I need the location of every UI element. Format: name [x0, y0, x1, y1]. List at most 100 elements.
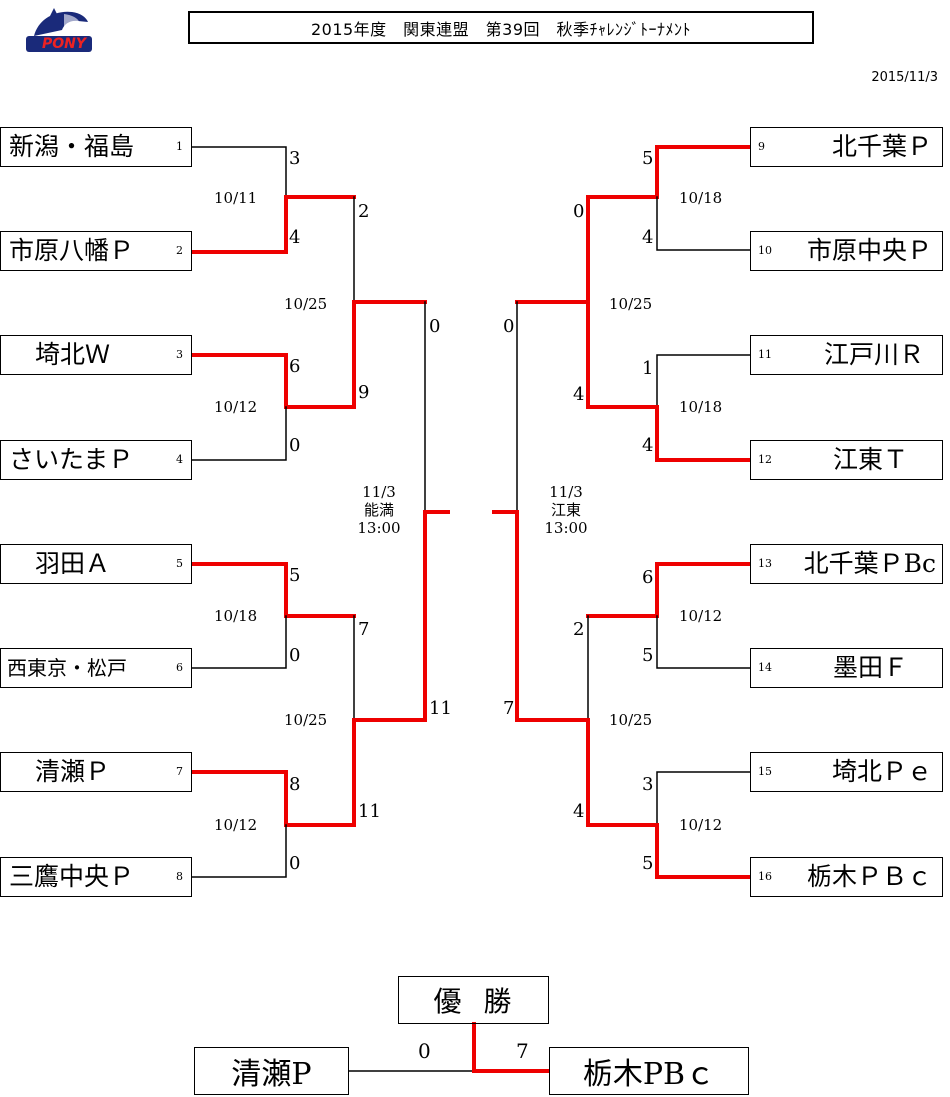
team-seed: 6	[176, 661, 183, 674]
team-seed: 4	[176, 453, 183, 466]
page-title: 2015年度 関東連盟 第39回 秋季ﾁｬﾚﾝｼﾞﾄｰﾅﾒﾝﾄ	[188, 11, 814, 44]
champion-label: 優勝	[398, 976, 549, 1024]
tournament-date: 2015/11/3	[871, 70, 938, 85]
match-score: 2	[358, 201, 370, 222]
match-date: 11/3	[362, 483, 396, 501]
team-box: 三鷹中央Ｐ 8	[0, 857, 192, 897]
match-date: 11/3	[549, 483, 583, 501]
bracket-line-winner	[586, 145, 752, 199]
team-name: 市原中央Ｐ	[806, 236, 932, 265]
bracket-line	[191, 406, 287, 461]
team-name: 西東京・松戸	[7, 656, 127, 680]
team-name: 栃木ＰＢｃ	[806, 862, 932, 891]
match-date: 10/18	[679, 189, 723, 207]
team-name: 羽田Ａ	[35, 549, 111, 578]
match-date: 10/12	[679, 816, 723, 834]
match-score: 0	[289, 853, 301, 874]
bracket-line-winner	[472, 1022, 551, 1073]
team-box: 16 栃木ＰＢｃ	[750, 857, 943, 897]
match-time: 13:00	[357, 519, 401, 537]
match-score: 0	[289, 435, 301, 456]
match-info: 11/3 能満 13:00	[339, 483, 419, 537]
team-seed: 10	[758, 244, 772, 257]
match-score: 4	[573, 384, 585, 405]
match-score: 5	[642, 645, 654, 666]
team-seed: 16	[758, 870, 772, 883]
bracket-line-winner	[586, 405, 752, 462]
match-date: 10/25	[284, 295, 328, 313]
bracket-line-winner	[190, 353, 356, 409]
match-score: 4	[289, 227, 301, 248]
team-name: 北千葉Ｐ	[831, 132, 932, 161]
team-name: 江東Ｔ	[832, 445, 908, 474]
match-venue: 能満	[363, 501, 394, 519]
page-title-text: 2015年度 関東連盟 第39回 秋季ﾁｬﾚﾝｼﾞﾄｰﾅﾒﾝﾄ	[310, 19, 692, 39]
team-box: 埼北Ｗ 3	[0, 335, 192, 375]
team-seed: 12	[758, 453, 772, 466]
bracket-line-winner	[492, 510, 519, 722]
team-seed: 11	[758, 348, 772, 361]
match-date: 10/12	[214, 398, 258, 416]
bracket-line-winner	[586, 823, 752, 879]
match-score: 0	[429, 316, 441, 337]
final-team-right: 栃木PBｃ	[549, 1047, 749, 1095]
bracket-line	[191, 146, 287, 198]
match-date: 10/25	[609, 711, 653, 729]
team-box: 西東京・松戸 6	[0, 648, 192, 688]
team-name: さいたまＰ	[9, 445, 134, 474]
team-box: 9 北千葉Ｐ	[750, 127, 943, 167]
pony-logo: PONY	[20, 6, 100, 56]
match-time: 13:00	[544, 519, 588, 537]
team-name: 清瀬Ｐ	[35, 757, 111, 786]
team-seed: 15	[758, 765, 772, 778]
team-box: 13 北千葉ＰBc	[750, 544, 943, 584]
match-score: 7	[503, 698, 515, 719]
team-box: さいたまＰ 4	[0, 440, 192, 480]
match-score: 6	[642, 567, 654, 588]
match-score: 5	[289, 565, 301, 586]
match-date: 10/25	[284, 711, 328, 729]
bracket-line	[656, 615, 751, 669]
match-score: 7	[358, 619, 370, 640]
team-name: 江戸川Ｒ	[823, 340, 924, 369]
team-seed: 13	[758, 557, 772, 570]
team-name: 市原八幡Ｐ	[9, 236, 135, 265]
match-score: 5	[642, 148, 654, 169]
bracket-line-winner	[190, 770, 356, 827]
team-box: 羽田Ａ 5	[0, 544, 192, 584]
match-score: 11	[358, 801, 381, 822]
bracket-line-winner	[423, 510, 450, 722]
team-box: 10 市原中央Ｐ	[750, 231, 943, 271]
match-score: 4	[573, 801, 585, 822]
bracket-line	[191, 615, 287, 669]
match-score: 3	[289, 148, 301, 169]
bracket-line-winner	[352, 718, 427, 827]
team-box: 14 墨田Ｆ	[750, 648, 943, 688]
match-date: 10/18	[214, 607, 258, 625]
match-venue: 江東	[550, 501, 581, 519]
match-score: 0	[289, 645, 301, 666]
match-date: 10/12	[214, 816, 258, 834]
match-score: 11	[429, 698, 452, 719]
team-seed: 8	[176, 870, 183, 883]
bracket-line-winner	[190, 195, 356, 254]
match-score: 0	[573, 201, 585, 222]
logo-text: PONY	[41, 36, 87, 52]
final-team-left: 清瀬P	[194, 1047, 349, 1095]
team-box: 市原八幡Ｐ 2	[0, 231, 192, 271]
match-date: 10/12	[679, 607, 723, 625]
team-box: 15 埼北Ｐｅ	[750, 752, 943, 792]
match-info: 11/3 江東 13:00	[526, 483, 606, 537]
team-box: 新潟・福島 1	[0, 127, 192, 167]
bracket-line	[656, 196, 751, 251]
bracket-line-winner	[586, 562, 752, 618]
match-score: 5	[642, 853, 654, 874]
team-seed: 9	[758, 140, 765, 153]
bracket-line	[656, 354, 751, 408]
team-seed: 14	[758, 661, 772, 674]
team-box: 清瀬Ｐ 7	[0, 752, 192, 792]
team-box: 11 江戸川Ｒ	[750, 335, 943, 375]
match-score: 1	[642, 358, 654, 379]
team-seed: 1	[176, 140, 183, 153]
